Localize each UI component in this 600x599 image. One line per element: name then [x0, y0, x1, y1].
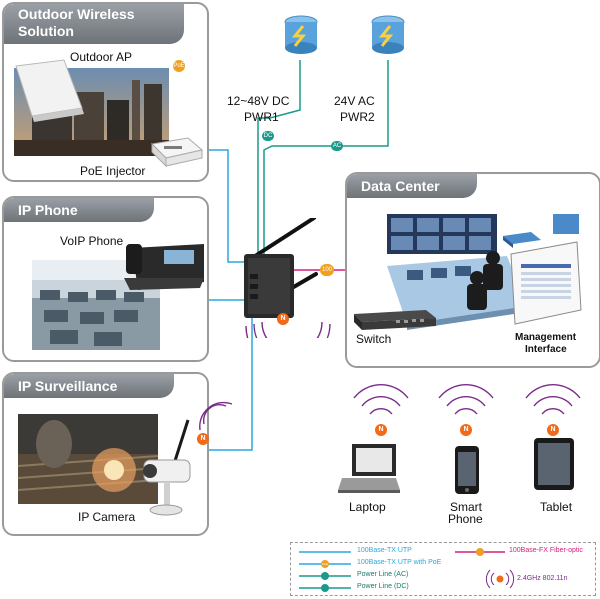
dc-voltage-label: 12~48V DC [227, 94, 290, 108]
outdoor-wireless-title-line1: Outdoor Wireless [18, 6, 135, 22]
outdoor-wireless-title: Outdoor Wireless Solution [4, 4, 184, 44]
fiber-badge-text: 100 [321, 267, 332, 273]
ac-power-source-icon [371, 15, 405, 54]
legend-fiber: 100Base-FX Fiber-optic [509, 547, 583, 554]
legend-wifi: 2.4GHz 802.11n [517, 575, 568, 582]
ac-pwr-label: PWR2 [340, 110, 375, 124]
management-interface-label-2: Interface [525, 344, 567, 355]
camera-wifi-badge-text: N [200, 435, 206, 442]
ip-phone-panel: IP Phone VoIP Phone [2, 196, 209, 362]
poe-badge-text: PoE [173, 63, 185, 69]
legend-utp: 100Base-TX UTP [357, 547, 412, 554]
camera-wifi-badge: N [197, 433, 209, 445]
smart-phone-label-2: Phone [448, 512, 483, 526]
tablet-icon [534, 438, 574, 490]
dc-badge: DC [262, 131, 274, 141]
operators [467, 251, 503, 310]
dc-power-line [257, 60, 301, 258]
tablet-label: Tablet [540, 500, 573, 514]
smart-phone-label-1: Smart [450, 500, 483, 514]
legend-poe-badge: PoE [321, 561, 329, 567]
outdoor-wireless-panel: Outdoor Wireless Solution Outdoor AP PoE [2, 2, 209, 182]
voip-phone-label: VoIP Phone [60, 234, 124, 248]
outdoor-ap-label: Outdoor AP [70, 50, 133, 64]
switch-device [354, 310, 436, 330]
data-center-illustration [387, 214, 582, 330]
data-center-title: Data Center [347, 174, 477, 198]
dc-pwr-label: PWR1 [244, 110, 279, 124]
ap-wifi-badge-text: N [280, 315, 286, 322]
laptop-wifi-badge: N [375, 424, 387, 436]
poe-badge: PoE [173, 60, 185, 72]
data-center-network-switch [503, 232, 541, 248]
surveillance-photo [17, 414, 191, 516]
legend-utp-poe: 100Base-TX UTP with PoE [357, 559, 442, 566]
outdoor-photo [14, 59, 204, 168]
laptop-wifi-badge-text: N [378, 426, 384, 433]
legend-swatches [299, 548, 515, 592]
ac-power-line [263, 60, 389, 258]
laptop-icon [338, 444, 400, 493]
legend-ac: Power Line (AC) [357, 571, 409, 578]
phone-wifi-badge-text: N [463, 426, 469, 433]
poe-injector-label: PoE Injector [80, 164, 146, 178]
tablet-wifi-badge-text: N [550, 426, 556, 433]
ap-wifi-badge: N [277, 313, 289, 325]
legend-poe-badge-text: PoE [322, 562, 328, 566]
switch-label: Switch [356, 332, 392, 346]
ac-voltage-label: 24V AC [334, 94, 375, 108]
voip-phone-device [124, 244, 204, 290]
tablet-wifi-badge: N [547, 424, 559, 436]
video-wall [387, 214, 497, 254]
camera-wifi-signal [199, 401, 233, 431]
data-center-panel: Data Center [345, 172, 600, 368]
ip-camera-device [143, 419, 191, 516]
smartphone-icon [455, 446, 479, 494]
office-photo [32, 244, 204, 350]
ac-badge-text: AC [332, 143, 342, 149]
legend-dc: Power Line (DC) [357, 583, 409, 590]
poe-injector-device [150, 137, 204, 168]
management-interface-label-1: Management [515, 332, 577, 343]
central-access-point [244, 218, 331, 338]
ip-phone-title: IP Phone [4, 198, 154, 222]
dc-power-source-icon [284, 15, 318, 54]
ip-camera-label: IP Camera [78, 510, 136, 524]
fiber-badge: 100 [320, 264, 334, 276]
ac-badge: AC [331, 141, 343, 151]
management-interface-screen [510, 214, 582, 325]
dc-badge-text: DC [263, 133, 273, 139]
outdoor-ap-device [15, 59, 84, 122]
utp-line-injector [198, 149, 244, 263]
ip-surveillance-title: IP Surveillance [4, 374, 174, 398]
legend: 100Base-TX UTP 100Base-TX UTP with PoE P… [290, 542, 596, 596]
outdoor-wireless-title-line2: Solution [18, 23, 74, 39]
phone-wifi-badge: N [460, 424, 472, 436]
laptop-label: Laptop [349, 500, 386, 514]
ip-surveillance-panel: IP Surveillance IP Camera [2, 372, 209, 536]
